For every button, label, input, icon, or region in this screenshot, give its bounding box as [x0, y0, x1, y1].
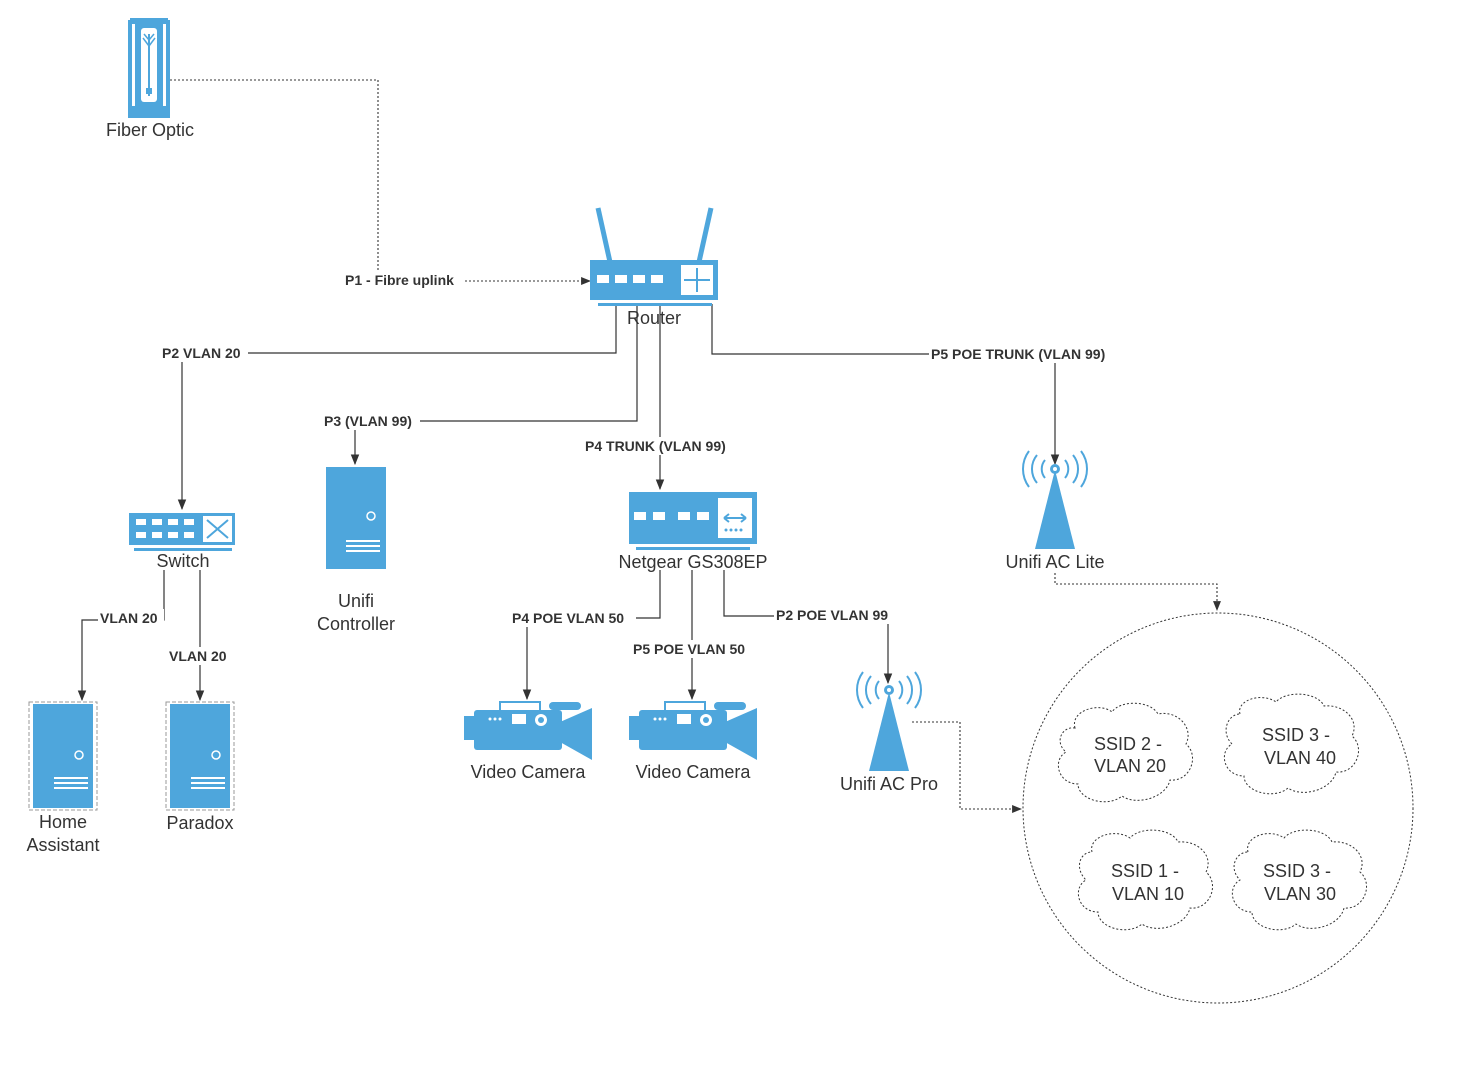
cam1-line [522, 570, 661, 701]
router-icon [590, 207, 718, 306]
edge-label-p5-trunk: P5 POE TRUNK (VLAN 99) [931, 346, 1105, 362]
ssid-label: SSID 3 - [1263, 861, 1331, 881]
edge-label-paradox-vlan: VLAN 20 [169, 648, 227, 664]
home-assistant-label-2: Assistant [26, 835, 99, 855]
server-icon [326, 467, 386, 569]
paradox-label: Paradox [166, 813, 233, 833]
fiber-optic-icon [128, 18, 170, 118]
netgear-switch-icon [629, 492, 757, 550]
ssid-cloud [1223, 693, 1360, 795]
netgear-label: Netgear GS308EP [618, 552, 767, 572]
camera-1-label: Video Camera [471, 762, 587, 782]
p2-line [177, 304, 617, 511]
video-camera-icon [464, 701, 592, 760]
edge-label-ha-vlan: VLAN 20 [100, 610, 158, 626]
ap-pro-line [723, 570, 893, 685]
access-point-pro-icon [856, 671, 922, 771]
edge-label-p2: P2 VLAN 20 [162, 345, 241, 361]
edge-labels: P1 - Fibre uplink P2 VLAN 20 P3 (VLAN 99… [98, 271, 1121, 665]
edge-label-cam2: P5 POE VLAN 50 [633, 641, 745, 657]
ssid-label: SSID 2 - [1094, 734, 1162, 754]
edge-label-cam1: P4 POE VLAN 50 [512, 610, 624, 626]
ssid-label: VLAN 30 [1264, 884, 1336, 904]
video-camera-icon [629, 701, 757, 760]
edge-label-fibre-uplink: P1 - Fibre uplink [345, 272, 454, 288]
ssid-cloud [1057, 702, 1194, 803]
ssid-label: SSID 3 - [1262, 725, 1330, 745]
home-assistant-label-1: Home [39, 812, 87, 832]
ssid-label: VLAN 20 [1094, 756, 1166, 776]
camera-2-label: Video Camera [636, 762, 752, 782]
switch-icon [129, 513, 235, 551]
switch-label: Switch [156, 551, 209, 571]
p5-trunk-line [711, 304, 1060, 466]
unifi-controller-label-1: Unifi [338, 591, 374, 611]
edge-label-ap-pro: P2 POE VLAN 99 [776, 607, 888, 623]
p3-line [350, 304, 638, 466]
ap-lite-label: Unifi AC Lite [1005, 552, 1104, 572]
ha-line [77, 570, 165, 702]
paradox-server-icon [165, 701, 235, 811]
ap-pro-label: Unifi AC Pro [840, 774, 938, 794]
ssid-label: VLAN 10 [1112, 884, 1184, 904]
access-point-lite-icon [1022, 450, 1088, 549]
fibre-uplink-line [166, 79, 591, 285]
fiber-optic-label: Fiber Optic [106, 120, 194, 140]
wifi-network-circle [1022, 612, 1414, 1004]
ssid-cloud [1077, 829, 1214, 931]
ap-pro-wifi-line [912, 721, 1022, 813]
unifi-controller-label-2: Controller [317, 614, 395, 634]
ap-lite-wifi-line [1054, 573, 1221, 611]
edge-label-p4-trunk: P4 TRUNK (VLAN 99) [585, 438, 726, 454]
home-assistant-server-icon [28, 701, 98, 811]
edge-label-p3: P3 (VLAN 99) [324, 413, 412, 429]
ssid-label: VLAN 40 [1264, 748, 1336, 768]
ssid-cloud [1231, 829, 1368, 931]
router-label: Router [627, 308, 681, 328]
ssid-label: SSID 1 - [1111, 861, 1179, 881]
